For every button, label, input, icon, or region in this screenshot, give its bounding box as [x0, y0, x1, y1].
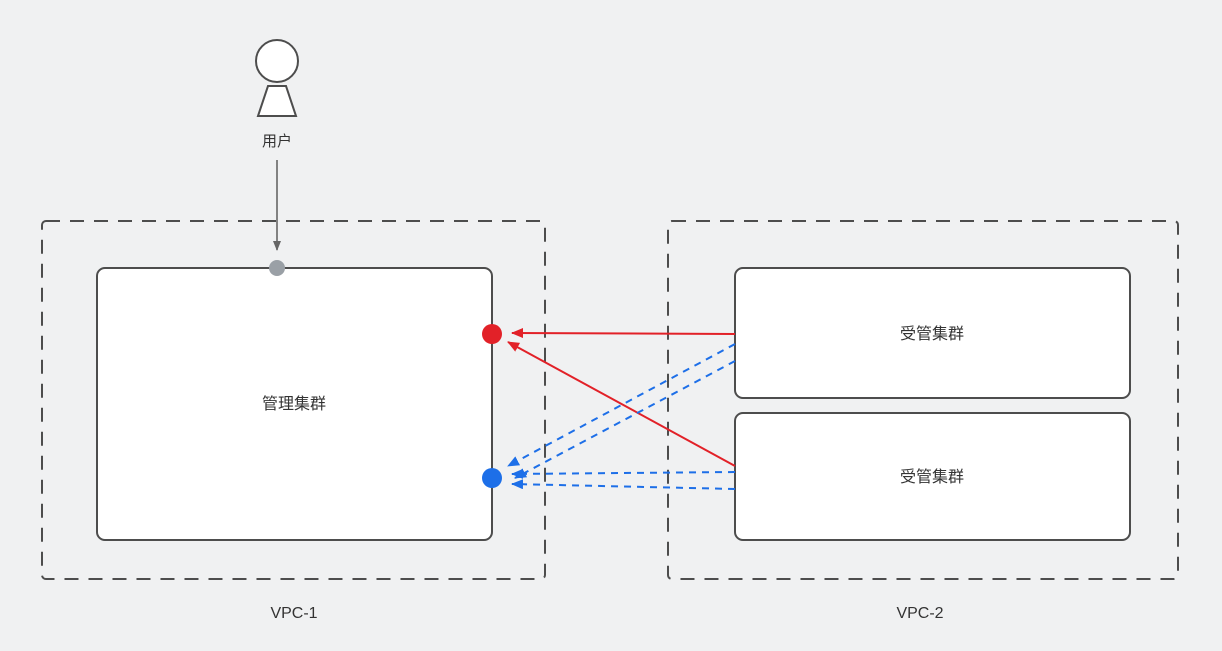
management-cluster-box	[96, 267, 493, 541]
managed-cluster-1-label: 受管集群	[900, 325, 964, 343]
blue-dashed-connection-1a	[507, 343, 736, 467]
user-head-icon	[255, 39, 299, 83]
blue-dashed-connection-1b	[514, 360, 736, 479]
vpc1-label: VPC-1	[270, 605, 317, 622]
managed-cluster-2-box	[734, 412, 1131, 541]
red-endpoint-dot	[482, 324, 502, 344]
vpc1-boundary	[41, 220, 546, 580]
blue-dashed-connection-2a	[511, 468, 736, 479]
blue-dashed-connection-2b	[511, 479, 736, 490]
user-label: 用户	[262, 133, 292, 150]
red-connection-from-managed-1	[511, 328, 736, 339]
blue-endpoint-dot	[482, 468, 502, 488]
user-body-icon	[256, 85, 298, 117]
red-connection-from-managed-2	[507, 341, 736, 467]
vpc2-label: VPC-2	[896, 605, 943, 622]
user-icon	[255, 39, 299, 117]
vpc2-boundary	[667, 220, 1179, 580]
management-cluster-label: 管理集群	[262, 395, 326, 413]
gray-endpoint-dot	[269, 260, 285, 276]
managed-cluster-2-label: 受管集群	[900, 468, 964, 486]
